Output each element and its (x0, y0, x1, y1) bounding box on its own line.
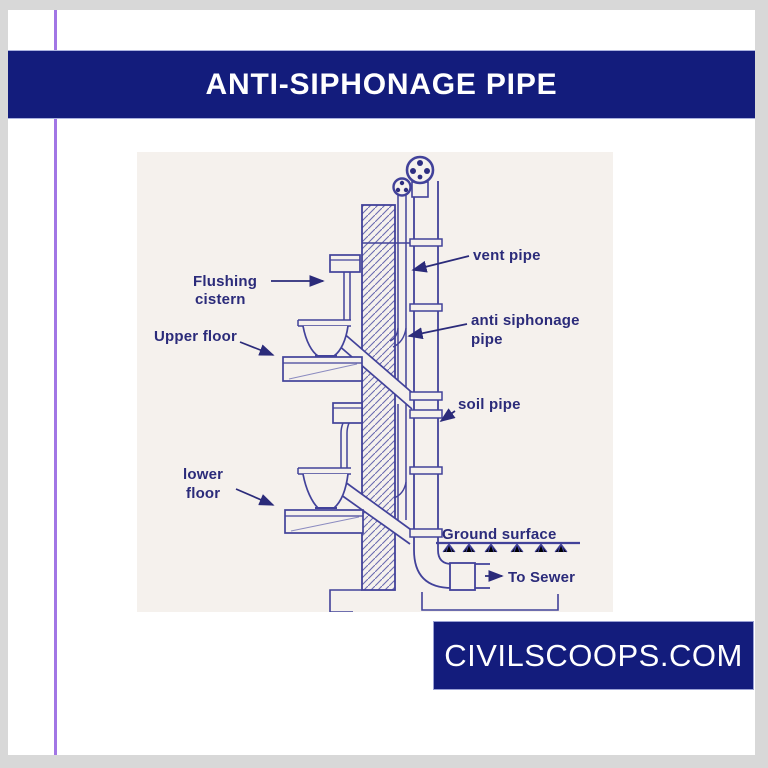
vent-cowl-small (392, 177, 412, 197)
label-lower-floor-2: floor (186, 485, 220, 502)
page: ANTI-SIPHONAGE PIPE (8, 10, 755, 755)
upper-floor-slab (282, 356, 363, 382)
upper-cistern (329, 254, 361, 320)
title-banner: ANTI-SIPHONAGE PIPE (8, 50, 755, 119)
upper-wc-pan (297, 319, 351, 357)
anti-siphonage-diagram: Flushing cistern Upper floor vent pipe a… (154, 155, 580, 613)
lower-floor-arrow (235, 488, 275, 506)
anti-siphonage-arrow (407, 323, 468, 340)
diagram-image: Flushing cistern Upper floor vent pipe a… (137, 152, 613, 613)
left-accent-line (54, 10, 57, 755)
label-upper-floor: Upper floor (154, 328, 237, 345)
label-anti-siphonage-2: pipe (471, 331, 503, 348)
label-flushing-cistern-2: cistern (195, 291, 246, 308)
lower-floor-slab (284, 509, 364, 534)
lower-cistern (332, 402, 363, 468)
label-soil-pipe: soil pipe (458, 396, 521, 413)
footer-banner: CIVILSCOOPS.COM (433, 621, 754, 690)
lower-branch-pipe (336, 478, 415, 545)
upper-floor-arrow (239, 341, 275, 356)
label-flushing-cistern-1: Flushing (193, 273, 257, 290)
anti-siphonage-pipe (389, 195, 407, 524)
label-anti-siphonage-1: anti siphonage (471, 312, 580, 329)
label-to-sewer: To Sewer (508, 569, 575, 586)
vent-pipe-arrow (411, 255, 470, 273)
label-ground-surface: Ground surface (442, 526, 557, 543)
page-title: ANTI-SIPHONAGE PIPE (205, 67, 558, 101)
callout-arrows (235, 255, 504, 582)
ground-surface (436, 541, 580, 553)
site-name: CIVILSCOOPS.COM (444, 637, 743, 673)
label-lower-floor-1: lower (183, 466, 223, 483)
soil-pipe-arrow (439, 408, 456, 422)
label-vent-pipe: vent pipe (473, 247, 541, 264)
lower-wc-pan (297, 467, 351, 509)
sewer-fitting (449, 562, 476, 591)
upper-branch-pipe (336, 330, 417, 410)
vent-cowl-large (405, 155, 435, 198)
soil-pipe-stack (409, 181, 559, 611)
